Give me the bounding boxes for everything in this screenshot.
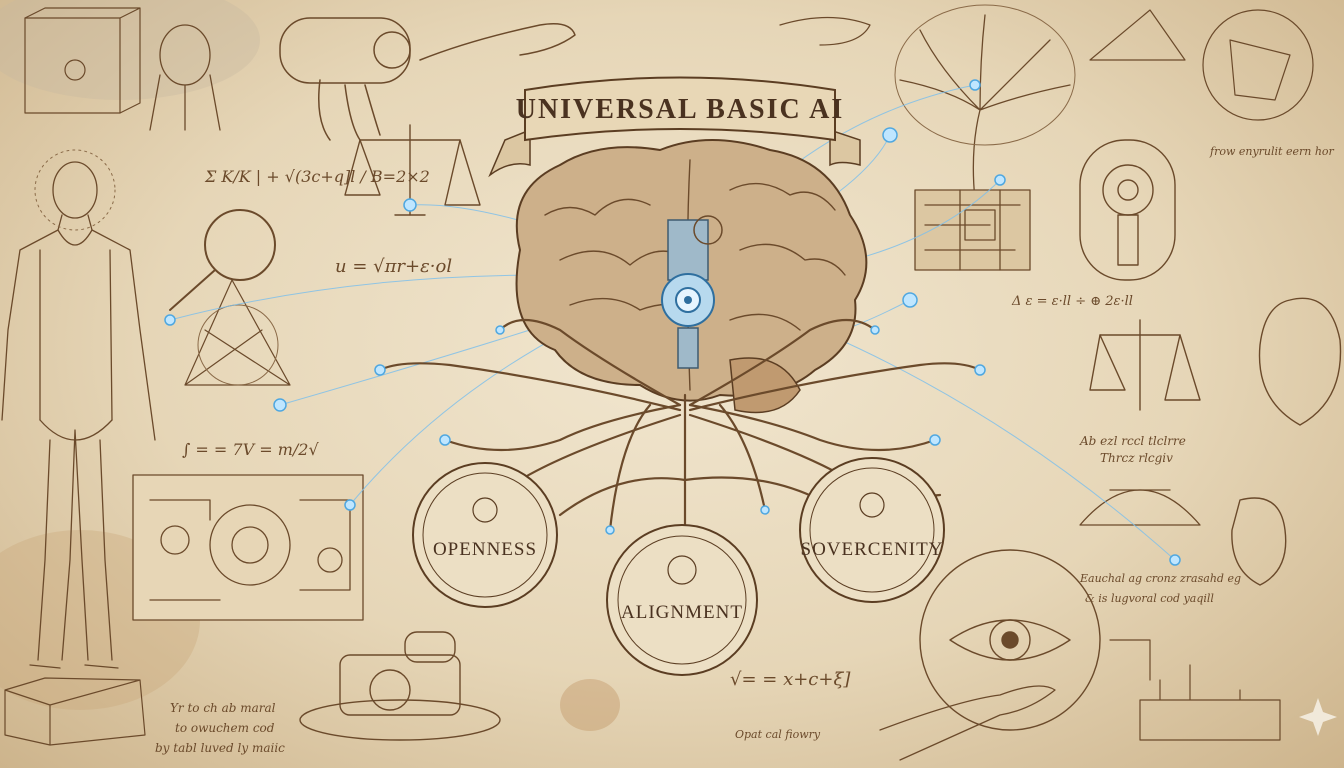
pillar-label-openness: OPENNESS: [433, 539, 537, 560]
circuit-tree: [894, 4, 1076, 271]
geometry-sketch: [184, 279, 291, 386]
note-9: Thrcz rlcgiv: [1100, 451, 1173, 465]
handwritten-notes: Yr to ch ab maral to owuchem cod by tabl…: [155, 145, 1335, 755]
eye-instrument: [919, 549, 1101, 731]
formula-4: √= = x+c+ξ]: [730, 669, 851, 690]
pillar-alignment: ALIGNMENT: [606, 524, 758, 676]
steam-engine-sketch: [299, 631, 501, 741]
formula-3: ∫ = = 7V = m/2√: [182, 440, 319, 459]
mechanical-arm-sketch: [279, 17, 576, 141]
pillar-openness: OPENNESS: [412, 462, 558, 608]
note-1: Yr to ch ab maral: [170, 701, 276, 715]
formula-2: u = √πr+ε·ol: [335, 256, 452, 277]
balance-scale-right: [1089, 319, 1201, 411]
note-7: frow enyrulit eern hor: [1209, 145, 1335, 158]
vitruvian-figure: [1, 149, 156, 669]
pillar-label-sovercenity: SOVERCENITY: [801, 539, 944, 560]
note-5: Eauchal ag cronz zrasahd eg: [1079, 572, 1241, 585]
title-banner: UNIVERSAL BASIC AI: [488, 76, 861, 178]
heart-anatomy: [1231, 297, 1342, 586]
balance-scale-left: [344, 124, 481, 216]
banner-title: UNIVERSAL BASIC AI: [516, 94, 845, 125]
pillar-sovercenity: SOVERCENITY: [799, 457, 945, 603]
building-schematic: [1109, 639, 1281, 741]
hand-sketch: [779, 16, 1056, 761]
formulas: Σ K/K | + √(3c+q]l / B=2×2 u = √πr+ε·ol …: [182, 167, 1133, 690]
lock-mechanism: [1079, 139, 1176, 281]
glowing-nodes: [164, 79, 1181, 566]
note-2: to owuchem cod: [175, 721, 275, 735]
root-network: [378, 319, 982, 532]
pillar-label-alignment: ALIGNMENT: [621, 602, 743, 623]
dome-sketch: [1079, 489, 1201, 526]
magnifier-sketch: [169, 209, 276, 311]
robot-sketch: [149, 24, 221, 131]
note-3: by tabl luved ly maiic: [155, 741, 285, 755]
formula-5: Δ ε = ε·ll ÷ ⊕ 2ε·ll: [1011, 294, 1133, 309]
compass-sketch: [1089, 9, 1314, 121]
note-4: Opat cal fiowry: [735, 728, 821, 741]
central-core-device: [661, 215, 723, 369]
machine-schematic: [132, 474, 364, 621]
sparkle-icon: [1299, 698, 1337, 736]
cube-sketch: [24, 7, 141, 114]
formula-1: Σ K/K | + √(3c+q]l / B=2×2: [204, 167, 430, 186]
box-sketch: [4, 677, 146, 746]
note-6: & is lugvoral cod yaqill: [1085, 592, 1214, 605]
note-8: Ab ezl rccl tlclrre: [1079, 434, 1186, 448]
